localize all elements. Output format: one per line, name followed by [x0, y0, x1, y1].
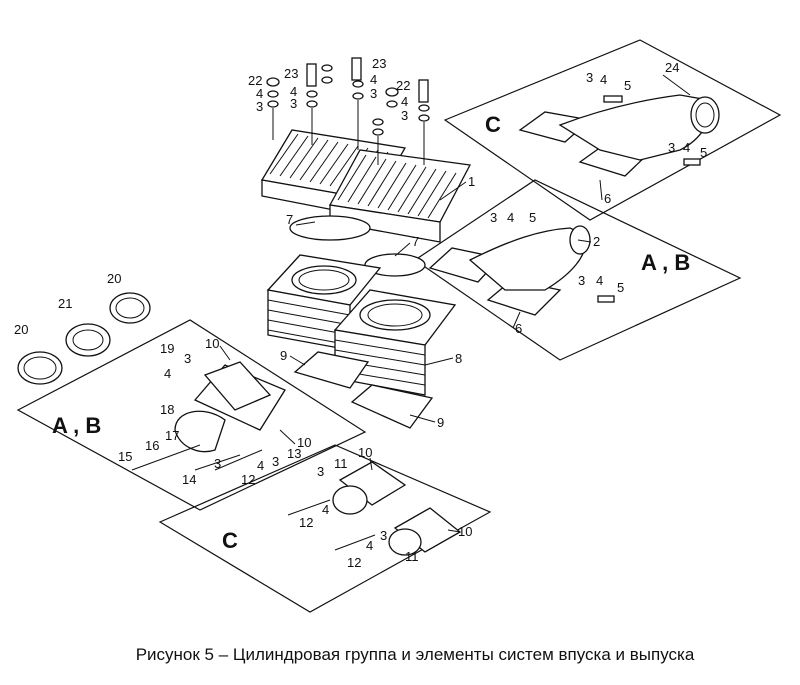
callout-23: 23 — [284, 66, 298, 81]
callout-12: 12 — [241, 472, 255, 487]
callout-15: 15 — [118, 449, 132, 464]
callout-4: 4 — [596, 273, 603, 288]
panel-c-exhaust — [443, 39, 782, 221]
exhaust-manifold-c — [518, 94, 720, 177]
panel-c-intake — [158, 444, 492, 613]
callout-24: 24 — [665, 60, 679, 75]
callout-3: 3 — [370, 86, 377, 101]
callout-4: 4 — [600, 72, 607, 87]
callout-9: 9 — [437, 415, 444, 430]
callout-13: 13 — [287, 446, 301, 461]
callout-2: 2 — [593, 234, 600, 249]
callout-4: 4 — [507, 210, 514, 225]
callout-5: 5 — [624, 78, 631, 93]
label-c-exhaust: C — [485, 112, 501, 137]
callout-11: 11 — [405, 549, 419, 564]
callout-10: 10 — [458, 524, 472, 539]
callout-3: 3 — [380, 528, 387, 543]
callout-6: 6 — [515, 321, 522, 336]
callout-20: 20 — [14, 322, 28, 337]
callout-10: 10 — [297, 435, 311, 450]
callout-18: 18 — [160, 402, 174, 417]
callout-3: 3 — [256, 99, 263, 114]
callout-14: 14 — [182, 472, 196, 487]
callout-22: 22 — [248, 73, 262, 88]
callout-4: 4 — [164, 366, 171, 381]
callout-20: 20 — [107, 271, 121, 286]
leader-lines — [219, 74, 691, 533]
callout-22: 22 — [396, 78, 410, 93]
callout-4: 4 — [256, 86, 263, 101]
callout-16: 16 — [145, 438, 159, 453]
cylinder-left — [266, 254, 382, 351]
callout-5: 5 — [617, 280, 624, 295]
callout-3: 3 — [490, 210, 497, 225]
callout-4: 4 — [257, 458, 264, 473]
callout-9: 9 — [280, 348, 287, 363]
callout-4: 4 — [683, 140, 690, 155]
callout-23: 23 — [372, 56, 386, 71]
base-gasket-left — [293, 351, 370, 389]
callout-5: 5 — [529, 210, 536, 225]
callout-10: 10 — [205, 336, 219, 351]
callout-11: 11 — [334, 456, 348, 471]
callout-3: 3 — [184, 351, 191, 366]
callout-17: 17 — [165, 428, 179, 443]
exhaust-manifold-ab — [428, 225, 615, 316]
cylinder-head-right — [328, 149, 472, 243]
intake-c — [287, 461, 462, 556]
callout-labels: 22 4 3 23 4 3 23 4 3 22 4 3 1 7 7 9 8 9 … — [14, 56, 707, 570]
callout-5: 5 — [700, 145, 707, 160]
callout-4: 4 — [290, 84, 297, 99]
callout-7: 7 — [286, 212, 293, 227]
callout-10: 10 — [358, 445, 372, 460]
callout-4: 4 — [370, 72, 377, 87]
label-ab-exhaust: A , B — [641, 250, 690, 275]
callout-12: 12 — [347, 555, 361, 570]
callout-4: 4 — [401, 94, 408, 109]
label-c-intake: C — [222, 528, 238, 553]
figure-caption: Рисунок 5 – Цилиндровая группа и элемент… — [135, 645, 695, 664]
cylinder-right — [333, 289, 457, 396]
callout-8: 8 — [455, 351, 462, 366]
callout-3: 3 — [401, 108, 408, 123]
callout-19: 19 — [160, 341, 174, 356]
panel-ab-intake — [16, 319, 367, 511]
label-ab-intake: A , B — [52, 413, 101, 438]
head-fasteners — [266, 57, 430, 165]
callout-6: 6 — [604, 191, 611, 206]
callout-3: 3 — [290, 96, 297, 111]
callout-7: 7 — [412, 234, 419, 249]
panel-ab-exhaust — [413, 179, 742, 361]
callout-4: 4 — [322, 502, 329, 517]
callout-12: 12 — [299, 515, 313, 530]
callout-1: 1 — [468, 174, 475, 189]
callout-3: 3 — [586, 70, 593, 85]
callout-3: 3 — [272, 454, 279, 469]
base-gasket-right — [350, 384, 434, 429]
callout-3: 3 — [668, 140, 675, 155]
callout-4: 4 — [366, 538, 373, 553]
head-gasket-left — [289, 215, 371, 241]
callout-3: 3 — [317, 464, 324, 479]
callout-3: 3 — [578, 273, 585, 288]
callout-21: 21 — [58, 296, 72, 311]
callout-3: 3 — [214, 456, 221, 471]
intake-ab — [17, 292, 286, 471]
